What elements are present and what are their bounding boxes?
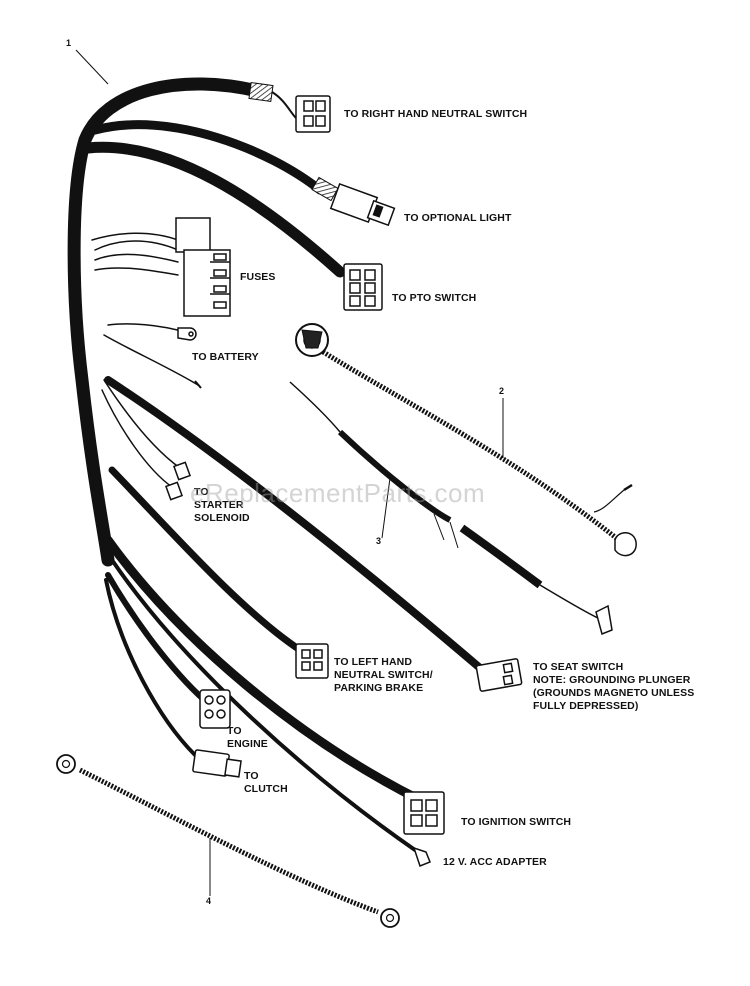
label-seat-line2: NOTE: GROUNDING PLUNGER bbox=[533, 674, 691, 686]
fuse-block bbox=[175, 217, 231, 317]
acc-adapter-terminal bbox=[412, 846, 431, 867]
ignition-switch-connector bbox=[403, 791, 445, 835]
label-optional-light: TO OPTIONAL LIGHT bbox=[404, 212, 512, 224]
battery-terminals bbox=[177, 327, 202, 389]
label-seat-switch: TO SEAT SWITCH NOTE: GROUNDING PLUNGER (… bbox=[533, 661, 694, 713]
braid-sleeve bbox=[311, 176, 339, 202]
label-engine: TO ENGINE bbox=[227, 725, 268, 751]
callout-4: 4 bbox=[206, 896, 212, 906]
callout-2: 2 bbox=[499, 386, 505, 396]
seat-switch-connector bbox=[475, 658, 523, 692]
label-seat-line3: (GROUNDS MAGNETO UNLESS bbox=[533, 687, 695, 699]
label-clutch: TO CLUTCH bbox=[244, 770, 288, 796]
label-clutch-line1: TO bbox=[244, 770, 259, 782]
label-starter-line1: TO bbox=[194, 486, 209, 498]
left-neutral-connector bbox=[295, 643, 329, 679]
label-starter-line2: STARTER bbox=[194, 499, 244, 511]
label-starter-solenoid: TO STARTER SOLENOID bbox=[194, 486, 250, 525]
braid-sleeve bbox=[248, 81, 274, 103]
label-left-neutral-line3: PARKING BRAKE bbox=[334, 682, 424, 694]
label-seat-line1: TO SEAT SWITCH bbox=[533, 661, 624, 673]
label-left-neutral-line2: NEUTRAL SWITCH/ bbox=[334, 669, 433, 681]
label-engine-line2: ENGINE bbox=[227, 738, 268, 750]
callout-3: 3 bbox=[376, 536, 382, 546]
right-neutral-connector bbox=[271, 91, 331, 133]
part-3-lead bbox=[289, 381, 613, 636]
watermark: eReplacementParts.com bbox=[190, 478, 486, 508]
label-fuses: FUSES bbox=[240, 271, 276, 283]
label-seat-line4: FULLY DEPRESSED) bbox=[533, 700, 639, 712]
label-engine-line1: TO bbox=[227, 725, 242, 737]
main-harness bbox=[67, 77, 484, 852]
callout-1: 1 bbox=[66, 38, 72, 48]
label-acc-adapter: 12 V. ACC ADAPTER bbox=[443, 856, 547, 868]
callout-leaders bbox=[75, 49, 504, 896]
clutch-connector bbox=[192, 749, 242, 778]
label-left-neutral-switch: TO LEFT HAND NEUTRAL SWITCH/ PARKING BRA… bbox=[334, 656, 433, 695]
starter-solenoid-terminals bbox=[165, 461, 191, 501]
label-battery: TO BATTERY bbox=[192, 351, 259, 363]
label-ignition-switch: TO IGNITION SWITCH bbox=[461, 816, 572, 828]
label-pto-switch: TO PTO SWITCH bbox=[392, 292, 477, 304]
label-right-neutral-switch: TO RIGHT HAND NEUTRAL SWITCH bbox=[344, 108, 528, 120]
label-clutch-line2: CLUTCH bbox=[244, 783, 288, 795]
part-4-ground-strap bbox=[56, 754, 400, 928]
label-starter-line3: SOLENOID bbox=[194, 512, 250, 524]
pto-switch-connector bbox=[343, 263, 383, 311]
engine-connector bbox=[199, 689, 231, 729]
part-2-ground-cable bbox=[295, 323, 637, 557]
label-left-neutral-line1: TO LEFT HAND bbox=[334, 656, 413, 668]
optional-light-connector bbox=[329, 182, 396, 227]
